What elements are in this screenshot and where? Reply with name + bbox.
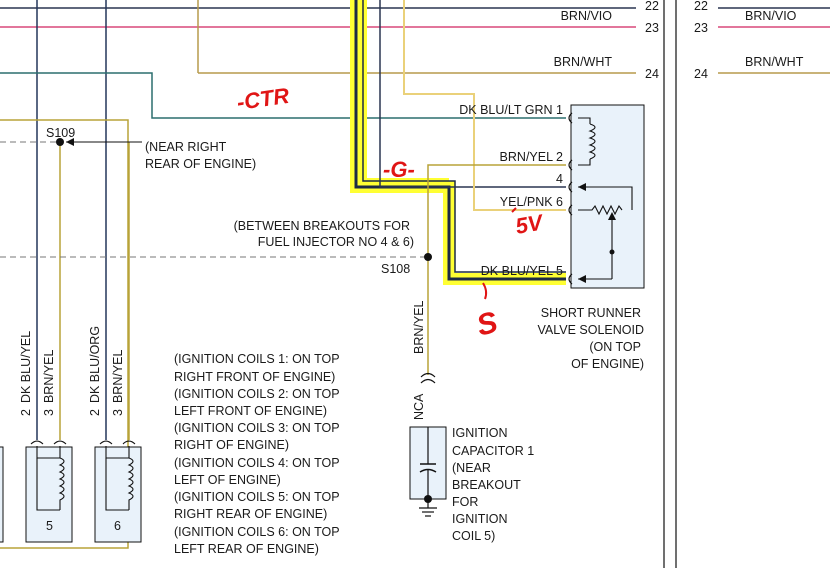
coil-note-line3: (IGNITION COILS 2: ON TOP <box>174 387 340 401</box>
pin-number-22: 22 <box>645 0 659 13</box>
wire-brn-yel-solenoid <box>427 164 566 258</box>
solenoid-body <box>570 104 645 289</box>
coil-note-line4: LEFT FRONT OF ENGINE) <box>174 404 327 418</box>
solenoid-return-arrow <box>578 275 586 283</box>
potentiometer-wiper-arrow <box>608 212 616 220</box>
capacitor-label-line4: BREAKOUT <box>452 478 521 492</box>
coil-note-line5: (IGNITION COILS 3: ON TOP <box>174 421 340 435</box>
coil-note-line1: (IGNITION COILS 1: ON TOP <box>174 352 340 366</box>
capacitor-plate-bottom <box>419 468 437 473</box>
capacitor-connector-bottom <box>420 372 436 378</box>
potentiometer-node-dot <box>609 249 615 255</box>
pin-number-23-right: 23 <box>694 21 708 35</box>
pin-number-24-right: 24 <box>694 67 708 81</box>
annotation-s: S <box>473 306 501 343</box>
s109-label: S109 <box>46 126 75 140</box>
solenoid-pin2-label: BRN/YEL 2 <box>500 150 564 164</box>
s108-note-line1: (BETWEEN BREAKOUTS FOR <box>234 219 410 233</box>
solenoid-coil-icon <box>578 117 596 166</box>
annotation-5v-tick <box>511 207 517 213</box>
coil6-winding-icon <box>99 440 136 511</box>
capacitor-label-line2: CAPACITOR 1 <box>452 444 534 458</box>
wire-yel-pnk <box>403 0 566 211</box>
capacitor-label-line7: COIL 5) <box>452 529 495 543</box>
solenoid-title-line1: SHORT RUNNER <box>541 306 641 320</box>
coil5-body <box>25 446 73 543</box>
solenoid-potentiometer-icon <box>578 186 633 280</box>
solenoid-title-line2: VALVE SOLENOID <box>537 323 644 337</box>
solenoid-title-line3: (ON TOP <box>589 340 641 354</box>
annotation-5v: 5V <box>514 209 547 239</box>
coil5-pin-a-label: 2DK BLU/YEL <box>19 331 33 416</box>
s109-arrowhead <box>66 138 74 146</box>
wire-pin4 <box>379 0 566 188</box>
coil-note-line6: RIGHT OF ENGINE) <box>174 438 289 452</box>
wire-brn-yel-bus <box>0 119 129 549</box>
capacitor-label-line6: IGNITION <box>452 512 508 526</box>
capacitor-connector-top <box>420 378 436 384</box>
pin-number-23: 23 <box>645 21 659 35</box>
coil6-number: 6 <box>114 519 121 533</box>
solenoid-pin1-label: DK BLU/LT GRN 1 <box>459 103 563 117</box>
capacitor-label-line3: (NEAR <box>452 461 491 475</box>
annotation-ctr: -CTR <box>235 83 291 115</box>
solenoid-pin-terminals <box>568 112 573 285</box>
coil-note-line7: (IGNITION COILS 4: ON TOP <box>174 456 340 470</box>
solenoid-pin4-arrow <box>578 183 586 191</box>
s109-note-line2: REAR OF ENGINE) <box>145 157 256 171</box>
s108-note-line2: FUEL INJECTOR NO 4 & 6) <box>258 235 414 249</box>
wire-dk-blu-yel-return <box>362 0 566 273</box>
partial-coil-body <box>0 446 4 543</box>
coil-note-line11: (IGNITION COILS 6: ON TOP <box>174 525 340 539</box>
pin-number-22-right: 22 <box>694 0 708 13</box>
solenoid-pin6-label: YEL/PNK 6 <box>500 195 563 209</box>
coil5-winding-icon <box>30 440 67 511</box>
s109-note-line1: (NEAR RIGHT <box>145 140 227 154</box>
coil-note-line2: RIGHT FRONT OF ENGINE) <box>174 370 335 384</box>
capacitor-wire-label: BRN/YEL <box>412 300 426 354</box>
coil-note-line10: RIGHT REAR OF ENGINE) <box>174 507 327 521</box>
capacitor-label-line5: FOR <box>452 495 478 509</box>
coil6-pin-a-label: 2DK BLU/ORG <box>88 326 102 416</box>
coil-note-line8: LEFT OF ENGINE) <box>174 473 281 487</box>
wire-label-brn-vio-right: BRN/VIO <box>745 9 797 23</box>
coil6-pin-b-label: 3BRN/YEL <box>111 350 125 416</box>
s108-label: S108 <box>381 262 410 276</box>
coil5-pin-b-label: 3BRN/YEL <box>42 350 56 416</box>
pin-number-24: 24 <box>645 67 659 81</box>
coil6-body <box>94 446 142 543</box>
annotation-g: -G- <box>383 157 415 182</box>
wire-label-brn-vio: BRN/VIO <box>561 9 613 23</box>
solenoid-title-line4: OF ENGINE) <box>571 357 644 371</box>
s109-splice-dot <box>56 138 64 146</box>
wire-label-brn-wht: BRN/WHT <box>554 55 613 69</box>
coil5-number: 5 <box>46 519 53 533</box>
coil-note-line9: (IGNITION COILS 5: ON TOP <box>174 490 340 504</box>
solenoid-pin5-label: DK BLU/YEL 5 <box>481 264 563 278</box>
s108-splice-dot <box>424 253 432 261</box>
capacitor-connector-label: NCA <box>412 393 426 420</box>
annotation-s-tick <box>482 282 488 300</box>
coil-note-line12: LEFT REAR OF ENGINE) <box>174 542 319 556</box>
capacitor-label-line1: IGNITION <box>452 426 508 440</box>
solenoid-pin4-label: 4 <box>556 172 563 186</box>
wire-label-brn-wht-right: BRN/WHT <box>745 55 804 69</box>
